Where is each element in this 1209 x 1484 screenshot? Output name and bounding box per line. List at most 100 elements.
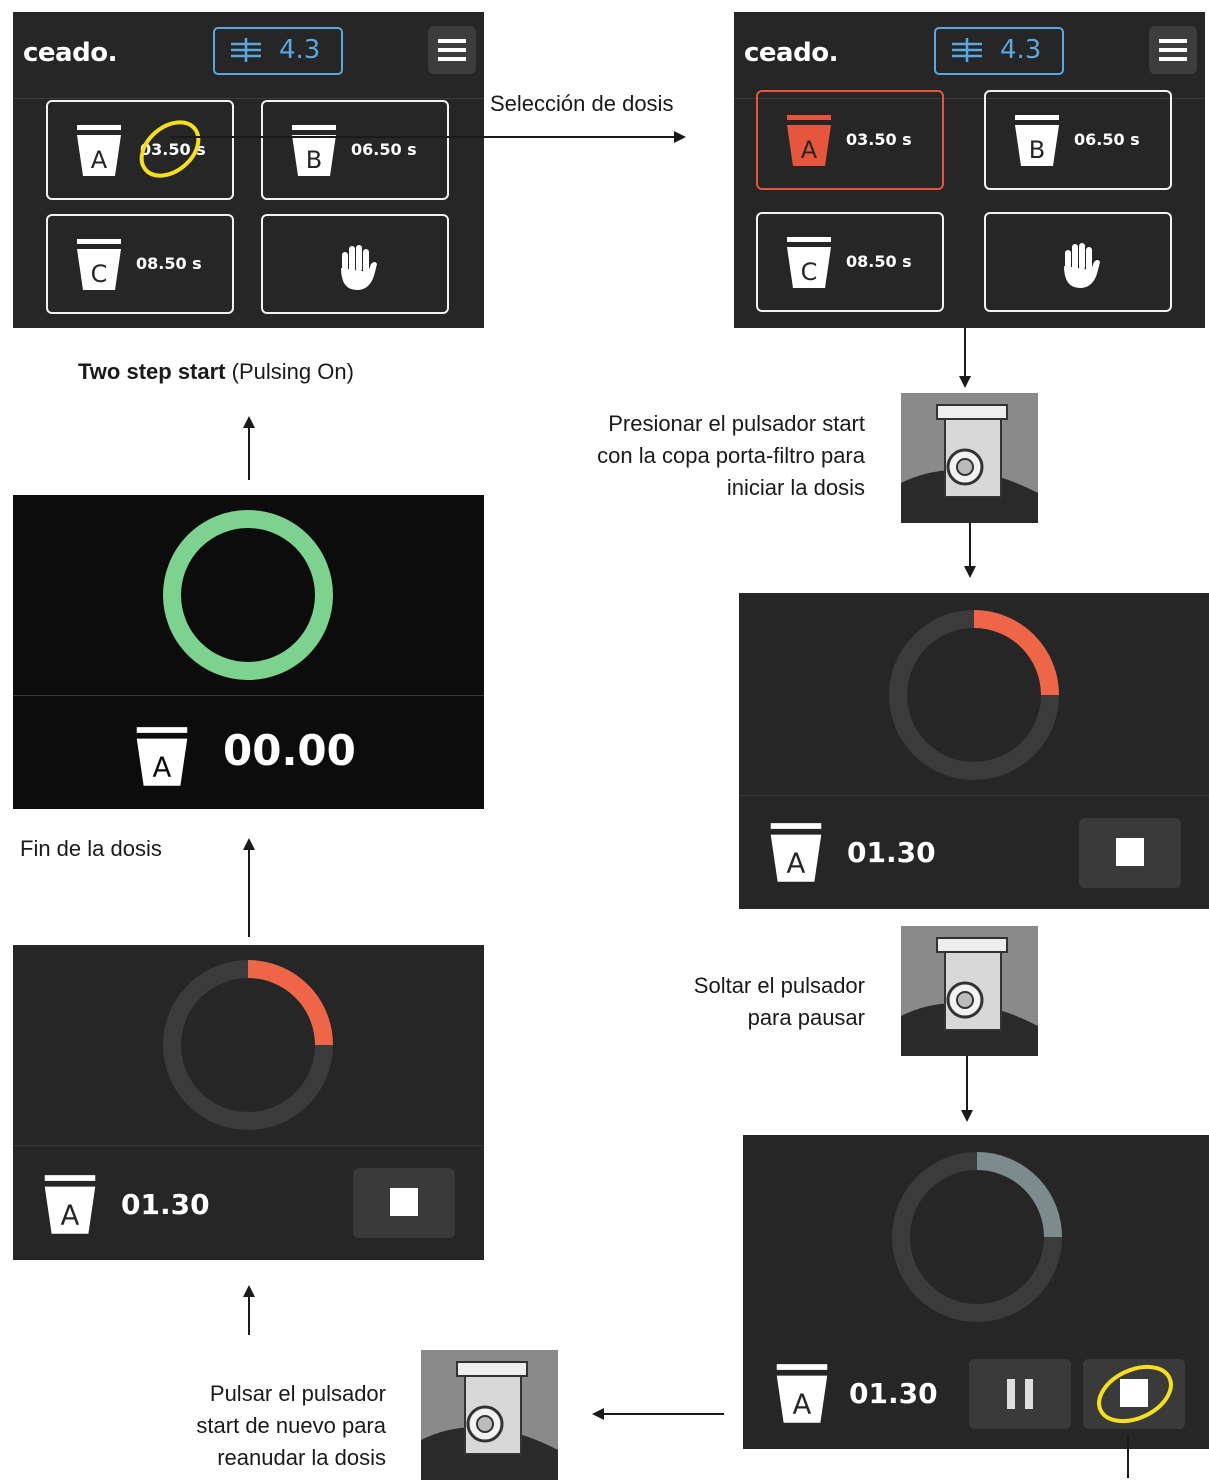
progress-ring xyxy=(889,610,1059,780)
cup-icon: B xyxy=(1015,115,1059,166)
mode-title: Two step start (Pulsing On) xyxy=(78,356,354,388)
cup-icon: A xyxy=(776,1364,828,1423)
highlight-ellipse xyxy=(1097,1364,1173,1424)
cup-icon: C xyxy=(77,239,121,290)
menu-icon xyxy=(438,39,466,61)
dose-selection-label: Selección de dosis xyxy=(490,91,674,116)
dose-letter: A xyxy=(801,136,818,164)
pause-icon xyxy=(1007,1379,1015,1409)
release-line-2: para pausar xyxy=(747,1005,865,1030)
press-start-label: Presionar el pulsador start con la copa … xyxy=(470,408,865,504)
brand-logo: ceado. xyxy=(744,38,838,68)
dose-timer: 01.30 xyxy=(847,836,936,869)
resume-line-2: start de nuevo para xyxy=(196,1413,386,1438)
release-label: Soltar el pulsador para pausar xyxy=(560,970,865,1034)
stop-button[interactable] xyxy=(353,1168,455,1238)
dose-selection-panel-right: ceado. 4.3 A 03.50 s B 06.50 s C 08.50 s xyxy=(734,12,1205,328)
progress-ring-arc xyxy=(889,610,1059,780)
mode-title-rest: (Pulsing On) xyxy=(225,359,354,384)
progress-ring-arc xyxy=(892,1152,1062,1322)
dose-letter: B xyxy=(306,146,322,174)
stop-icon xyxy=(1116,838,1144,866)
menu-button[interactable] xyxy=(1149,26,1197,74)
cup-icon: B xyxy=(292,125,336,176)
cup-icon: A xyxy=(77,125,121,176)
dose-letter: A xyxy=(787,848,806,880)
dose-letter: C xyxy=(801,258,818,286)
dose-time: 06.50 s xyxy=(1074,130,1140,149)
dose-c-button[interactable]: C 08.50 s xyxy=(756,212,944,312)
portafilter-switch-photo xyxy=(421,1350,558,1480)
dose-a-button[interactable]: A 03.50 s xyxy=(46,100,234,200)
manual-stop-button[interactable] xyxy=(984,212,1172,312)
dose-letter: A xyxy=(153,752,172,784)
header-bar: ceado. 4.3 xyxy=(734,12,1205,99)
menu-button[interactable] xyxy=(428,26,476,74)
dose-time: 03.50 s xyxy=(140,140,206,159)
dose-running-panel: A 01.30 xyxy=(739,593,1209,909)
dose-footer: A 01.30 xyxy=(743,1343,1209,1449)
dose-footer: A 01.30 xyxy=(13,1145,484,1260)
progress-ring xyxy=(163,510,333,680)
pause-button[interactable] xyxy=(969,1359,1071,1429)
release-line-1: Soltar el pulsador xyxy=(693,973,865,998)
dose-footer: A 01.30 xyxy=(739,795,1209,909)
progress-ring-arc xyxy=(163,510,333,680)
progress-ring xyxy=(892,1152,1062,1322)
resume-label: Pulsar el pulsador start de nuevo para r… xyxy=(100,1378,386,1474)
hand-stop-icon xyxy=(1064,243,1100,288)
stop-icon xyxy=(1120,1379,1148,1407)
mode-title-bold: Two step start xyxy=(78,359,226,384)
cup-icon: A xyxy=(787,115,831,166)
header-bar: ceado. 4.3 xyxy=(13,12,484,99)
cup-icon: A xyxy=(770,823,822,882)
press-start-line-1: Presionar el pulsador start xyxy=(608,411,865,436)
dose-selection-panel-left: ceado. 4.3 A 03.50 s B 06.50 s C 08.50 s xyxy=(13,12,484,328)
grind-setting-value: 4.3 xyxy=(1000,35,1042,65)
dose-time: 08.50 s xyxy=(136,254,202,273)
dose-letter: A xyxy=(793,1389,812,1421)
portafilter-switch-photo xyxy=(901,393,1038,523)
grind-setting-badge[interactable]: 4.3 xyxy=(213,27,343,75)
menu-icon xyxy=(1159,39,1187,61)
stop-button[interactable] xyxy=(1079,818,1181,888)
highlight-ellipse xyxy=(139,120,201,178)
grind-setting-badge[interactable]: 4.3 xyxy=(934,27,1064,75)
dose-finished-panel: A 00.00 xyxy=(13,495,484,809)
cup-icon: A xyxy=(136,727,188,786)
dose-resumed-panel: A 01.30 xyxy=(13,945,484,1260)
dose-time: 06.50 s xyxy=(351,140,417,159)
progress-ring xyxy=(163,960,333,1130)
portafilter-switch-photo xyxy=(901,926,1038,1056)
cup-icon: A xyxy=(44,1175,96,1234)
dose-timer: 01.30 xyxy=(849,1377,938,1410)
cup-icon: C xyxy=(787,237,831,288)
dose-b-button[interactable]: B 06.50 s xyxy=(261,100,449,200)
dose-letter: A xyxy=(61,1200,80,1232)
resume-line-1: Pulsar el pulsador xyxy=(209,1381,386,1406)
dose-footer: A 00.00 xyxy=(13,695,484,809)
dose-letter: C xyxy=(91,260,108,288)
press-start-line-3: iniciar la dosis xyxy=(726,475,865,500)
dose-timer: 00.00 xyxy=(223,726,356,775)
dose-time: 08.50 s xyxy=(846,252,912,271)
dose-time: 03.50 s xyxy=(846,130,912,149)
end-of-dose-label: Fin de la dosis xyxy=(20,836,162,861)
dose-paused-panel: A 01.30 xyxy=(743,1135,1209,1449)
resume-line-3: reanudar la dosis xyxy=(217,1445,386,1470)
dose-c-button[interactable]: C 08.50 s xyxy=(46,214,234,314)
progress-ring-arc xyxy=(163,960,333,1130)
dose-letter: B xyxy=(1029,136,1045,164)
pause-icon xyxy=(1025,1379,1033,1409)
dose-timer: 01.30 xyxy=(121,1188,210,1221)
stop-icon xyxy=(390,1188,418,1216)
dose-letter: A xyxy=(91,146,108,174)
dose-a-button-selected[interactable]: A 03.50 s xyxy=(756,90,944,190)
grind-setting-value: 4.3 xyxy=(279,35,321,65)
manual-stop-button[interactable] xyxy=(261,214,449,314)
press-start-line-2: con la copa porta-filtro para xyxy=(597,443,865,468)
brand-logo: ceado. xyxy=(23,38,117,68)
hand-stop-icon xyxy=(341,245,377,290)
dose-b-button[interactable]: B 06.50 s xyxy=(984,90,1172,190)
